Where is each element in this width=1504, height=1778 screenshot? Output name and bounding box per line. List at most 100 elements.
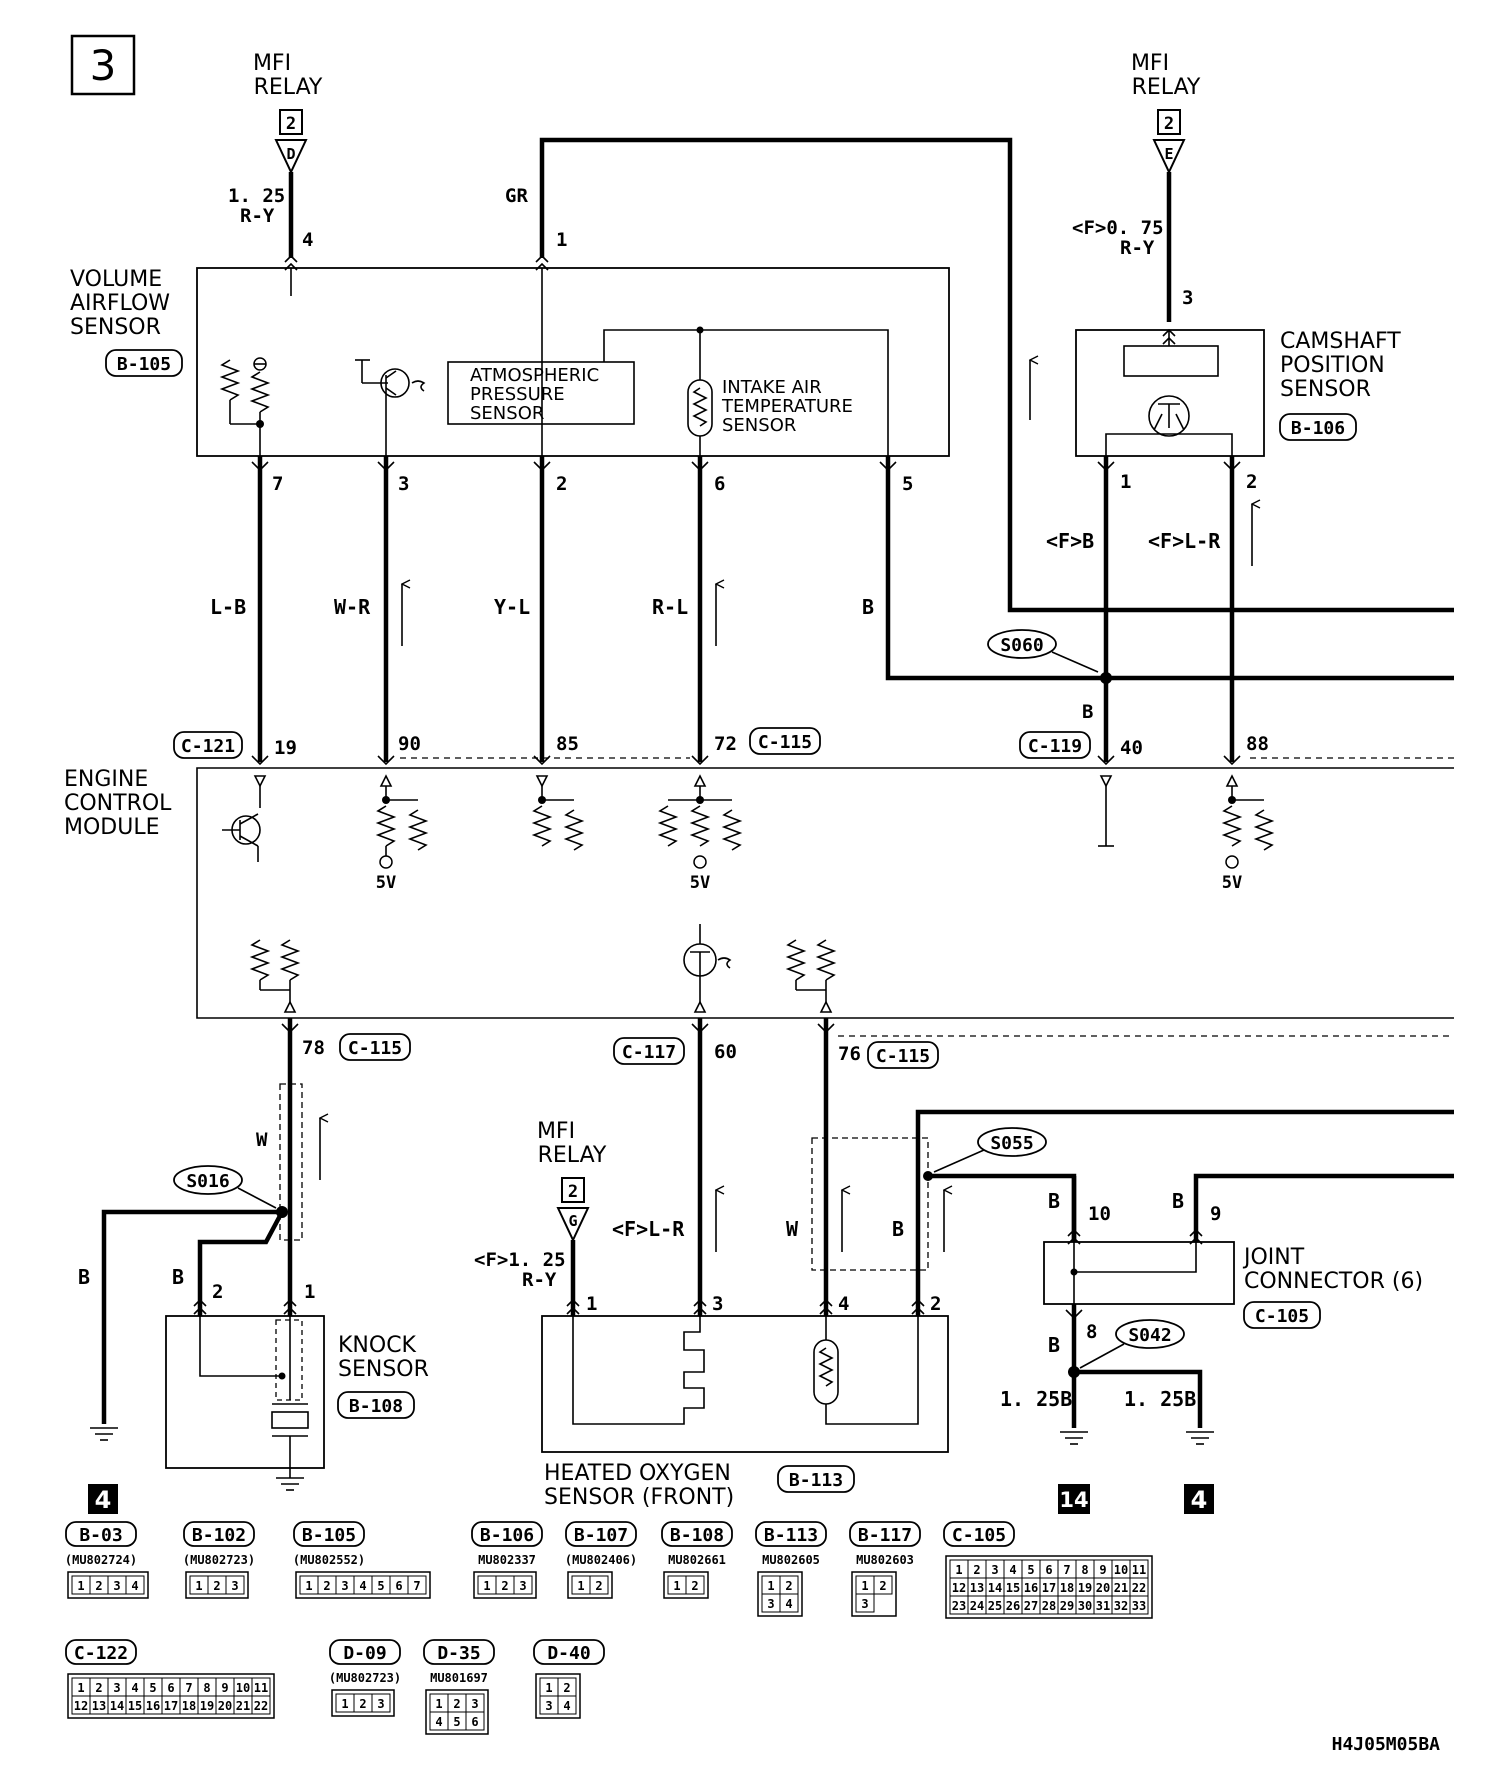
wire-size-label: <F>0. 75 — [1072, 217, 1164, 239]
splice-label: S055 — [990, 1133, 1033, 1154]
legend-pin: 4 — [563, 1699, 570, 1713]
camshaft-position-sensor: CAMSHAFT POSITION SENSOR B-106 — [1075, 329, 1401, 457]
component-name-line3: MODULE — [64, 815, 160, 840]
legend-pin: 1 — [545, 1681, 552, 1695]
pin-label: 6 — [714, 473, 725, 495]
pin-label: 76 — [838, 1043, 861, 1065]
ecm-bottom-connectors: 78 C-115 C-117 60 76 C-115 — [281, 1018, 1454, 1316]
legend-pin: 6 — [395, 1579, 402, 1593]
connector-tag: B-113 — [789, 1470, 843, 1491]
pin-label: 85 — [556, 733, 579, 755]
legend-pin: 32 — [1114, 1599, 1128, 1613]
legend-pin: 1 — [435, 1697, 442, 1711]
ecm-top-connectors: C-121 C-115 C-119 19 90 85 72 40 88 — [173, 727, 1454, 766]
component-name-line2: POSITION — [1280, 353, 1385, 378]
splice-label: S060 — [1000, 635, 1043, 656]
relay-ref: 2 — [1164, 114, 1174, 134]
splice-label: S016 — [186, 1171, 229, 1192]
pin-label: 4 — [838, 1293, 849, 1315]
legend-pin: 9 — [221, 1681, 228, 1695]
legend-pin: 9 — [1099, 1563, 1106, 1577]
pin-label: 2 — [556, 473, 567, 495]
pin-label: 78 — [302, 1037, 325, 1059]
legend-connector-id: C-105 — [952, 1525, 1006, 1546]
relay-terminal: G — [568, 1212, 577, 1230]
page-number-box: 3 — [70, 34, 136, 96]
legend-pin: 11 — [1132, 1563, 1146, 1577]
legend-pin: 14 — [988, 1581, 1002, 1595]
splice-s042: S042 — [1079, 1319, 1185, 1369]
joint-connector-section: B 10 B 9 JOINT CONNECTOR (6) C-105 B 8 S… — [1000, 1173, 1454, 1514]
legend-pin: 12 — [952, 1581, 966, 1595]
component-name-line2: TEMPERATURE — [721, 396, 853, 417]
component-name-line2: SENSOR (FRONT) — [544, 1485, 734, 1510]
wire-color-label: W-R — [334, 595, 371, 619]
relay-name-line2: RELAY — [538, 1143, 607, 1168]
component-name-line1: JOINT — [1242, 1245, 1305, 1270]
legend-pin: 31 — [1096, 1599, 1110, 1613]
ground-ref: 4 — [1191, 1486, 1208, 1514]
wire-color-label: B — [892, 1217, 904, 1241]
wire-color-label: B — [1082, 701, 1093, 723]
mfi-relay-d: MFI RELAY 2 D — [253, 51, 323, 175]
legend-pin: 1 — [673, 1579, 680, 1593]
legend-pin: 2 — [879, 1579, 886, 1593]
component-name-line1: KNOCK — [338, 1333, 417, 1358]
legend-pin: 13 — [92, 1699, 106, 1713]
pin-label: 4 — [302, 229, 313, 251]
legend-connector-id: D-35 — [437, 1643, 480, 1664]
legend-pin: 24 — [970, 1599, 984, 1613]
legend-pin: 17 — [1042, 1581, 1056, 1595]
component-name-line3: SENSOR — [470, 403, 544, 424]
legend-pin: 6 — [471, 1715, 478, 1729]
legend-pin: 3 — [519, 1579, 526, 1593]
component-name-line3: SENSOR — [70, 315, 161, 340]
connector-tag: C-121 — [181, 736, 235, 757]
legend-part-number: MU802605 — [762, 1553, 820, 1567]
legend-connector-id: C-122 — [74, 1643, 128, 1664]
wire-color-label: W — [786, 1217, 799, 1241]
legend-pin: 2 — [95, 1579, 102, 1593]
connector-tag: C-117 — [622, 1042, 676, 1063]
legend-part-number: MU802661 — [668, 1553, 726, 1567]
legend-pin: 33 — [1132, 1599, 1146, 1613]
legend-part-number: (MU802723) — [183, 1553, 255, 1567]
voltage-label: 5V — [1222, 873, 1242, 893]
legend-pin: 2 — [973, 1563, 980, 1577]
legend-pin: 3 — [377, 1697, 384, 1711]
wire-color-label: R-Y — [240, 205, 275, 227]
component-name-line2: PRESSURE — [470, 384, 565, 405]
splice-label: S042 — [1128, 1325, 1171, 1346]
pin-label: 60 — [714, 1041, 737, 1063]
legend-pin: 4 — [131, 1681, 138, 1695]
legend-pin: 2 — [501, 1579, 508, 1593]
legend-pin: 5 — [149, 1681, 156, 1695]
pin-label: 5 — [902, 473, 913, 495]
connector-tag: C-105 — [1255, 1306, 1309, 1327]
engine-control-module: ENGINE CONTROL MODULE 5V 5V 5V — [64, 767, 1454, 1019]
mfi-relay-g: MFI RELAY 2 G — [537, 1119, 607, 1243]
component-name-line1: INTAKE AIR — [722, 377, 822, 398]
legend-pin: 20 — [1096, 1581, 1110, 1595]
legend-pin: 7 — [1063, 1563, 1070, 1577]
legend-pin: 5 — [377, 1579, 384, 1593]
legend-pin: 2 — [691, 1579, 698, 1593]
legend-connector-id: B-03 — [79, 1525, 122, 1546]
legend-part-number: (MU802724) — [65, 1553, 137, 1567]
pin-label: 88 — [1246, 733, 1269, 755]
heated-oxygen-sensor: 1 3 4 2 HEATED OXYGEN SENSOR (FRONT) B-1… — [541, 1293, 949, 1510]
pin-label: 1 — [1120, 471, 1131, 493]
connector-tag: C-115 — [876, 1046, 930, 1067]
legend-pin: 1 — [195, 1579, 202, 1593]
legend-pin: 22 — [1132, 1581, 1146, 1595]
legend-pin: 29 — [1060, 1599, 1074, 1613]
legend-part-number: MU801697 — [430, 1671, 488, 1685]
